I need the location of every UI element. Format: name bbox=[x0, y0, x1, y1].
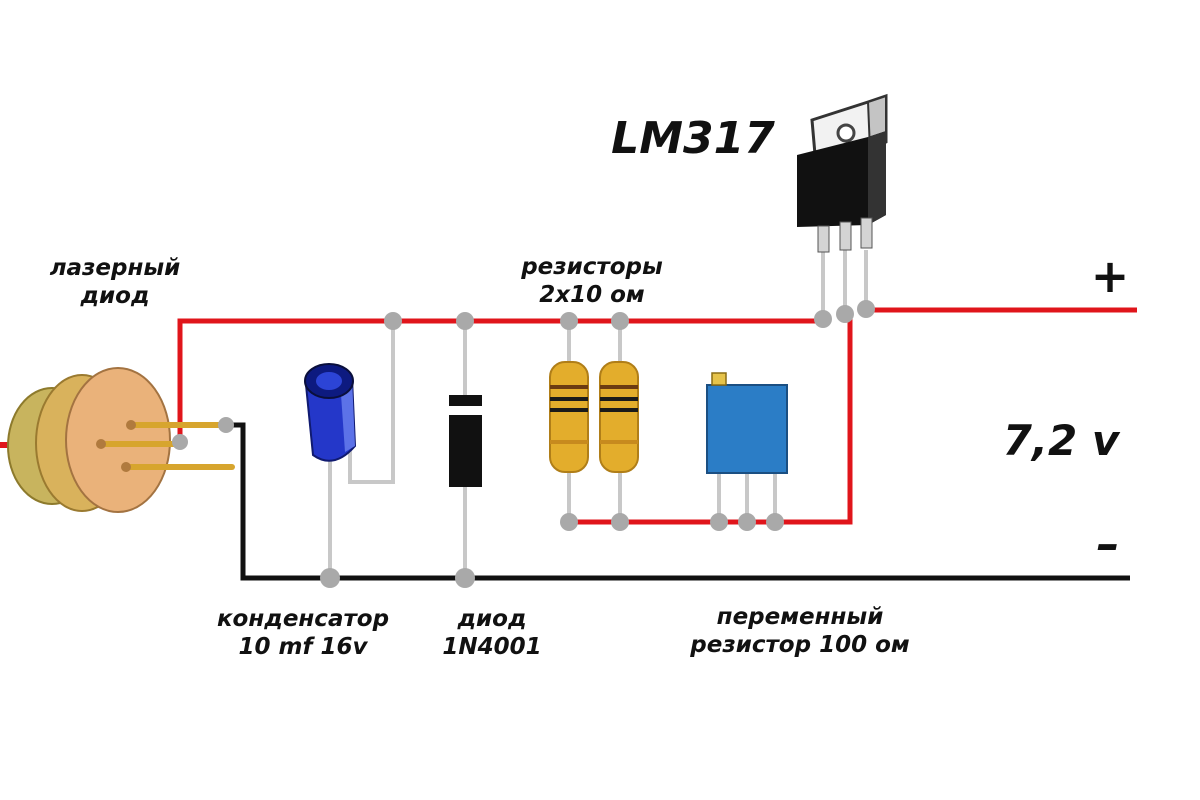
resistor-2-band-4 bbox=[600, 440, 638, 444]
junction-laser-positive bbox=[172, 434, 188, 450]
resistor-1-band-3 bbox=[550, 408, 588, 412]
resistor-2-band-2 bbox=[600, 397, 638, 401]
resistors-label-line1: резисторы bbox=[520, 254, 663, 280]
regulator-label: LM317 bbox=[611, 113, 775, 164]
resistor-icon bbox=[549, 361, 639, 473]
capacitor-stripe bbox=[340, 378, 355, 452]
resistor-1 bbox=[549, 361, 589, 473]
resistor-2 bbox=[599, 361, 639, 473]
regulator-leg-stub-2 bbox=[839, 221, 852, 251]
junction-resistor2-top bbox=[611, 312, 629, 330]
voltage-label: 7,2 v bbox=[1003, 416, 1121, 465]
laser-pin-3-base bbox=[121, 462, 131, 472]
negative-wires bbox=[230, 422, 1130, 581]
resistor-1-band-2 bbox=[550, 397, 588, 401]
resistor-1-band-4 bbox=[550, 440, 588, 444]
resistor-2-band-1 bbox=[600, 385, 638, 389]
pot-body bbox=[706, 384, 788, 474]
junction-laser-negative bbox=[218, 417, 234, 433]
negative-rail bbox=[230, 422, 1130, 581]
junction-resistor1-bottom bbox=[560, 513, 578, 531]
capacitor-top-inner bbox=[316, 372, 342, 390]
trimmer-potentiometer-icon bbox=[706, 372, 788, 474]
capacitor-label-line2: 10 mf 16v bbox=[239, 634, 369, 660]
plus-terminal-label: + bbox=[1091, 249, 1130, 303]
junction-capacitor-bottom bbox=[320, 568, 340, 588]
electrolytic-capacitor-icon bbox=[304, 363, 357, 462]
laser-diode-label-line2: диод bbox=[79, 283, 149, 309]
junction-diode-bottom bbox=[455, 568, 475, 588]
resistors-label-line2: 2x10 ом bbox=[539, 282, 645, 308]
regulator-mount-hole bbox=[836, 123, 856, 143]
junction-regulator-out bbox=[814, 310, 832, 328]
capacitor-lead-plus bbox=[348, 322, 395, 484]
rectifier-diode-icon bbox=[449, 395, 482, 487]
resistor-2-body bbox=[599, 361, 639, 473]
diode-label-line2: 1N4001 bbox=[442, 634, 541, 660]
laser-pin-1-base bbox=[126, 420, 136, 430]
laser-can-face bbox=[65, 367, 171, 513]
junction-regulator-adj bbox=[836, 305, 854, 323]
diode-band bbox=[449, 406, 482, 415]
positive-wires bbox=[177, 307, 1137, 525]
junction-pot-2 bbox=[738, 513, 756, 531]
pot-adjust-screw bbox=[711, 372, 727, 386]
component-leads bbox=[328, 250, 868, 578]
capacitor-label-line1: конденсатор bbox=[217, 606, 389, 632]
adjust-return-wire bbox=[569, 315, 853, 525]
regulator-body bbox=[797, 131, 886, 227]
junction-pot-1 bbox=[710, 513, 728, 531]
laser-diode-icon bbox=[0, 367, 235, 513]
resistor-2-band-3 bbox=[600, 408, 638, 412]
junction-capacitor-top bbox=[384, 312, 402, 330]
pot-label-line2: резистор 100 ом bbox=[689, 632, 910, 658]
resistor-1-band-1 bbox=[550, 385, 588, 389]
junctions bbox=[172, 300, 875, 588]
minus-terminal-label: – bbox=[1097, 517, 1120, 571]
laser-diode-label-line1: лазерный bbox=[50, 255, 181, 281]
junction-pot-3 bbox=[766, 513, 784, 531]
laser-pin-2-base bbox=[96, 439, 106, 449]
junction-resistor2-bottom bbox=[611, 513, 629, 531]
resistor-1-body bbox=[549, 361, 589, 473]
labels: лазерный диод LM317 резисторы 2x10 ом ко… bbox=[50, 113, 1130, 660]
regulator-body-edge bbox=[868, 131, 886, 225]
pot-label-line1: переменный bbox=[717, 604, 884, 630]
regulator-leg-stub-1 bbox=[817, 225, 830, 253]
to220-regulator-icon bbox=[797, 93, 888, 253]
junction-diode-top bbox=[456, 312, 474, 330]
regulator-leg-stub-3 bbox=[860, 217, 873, 249]
junction-regulator-in bbox=[857, 300, 875, 318]
positive-rail-top bbox=[177, 318, 823, 440]
junction-resistor1-top bbox=[560, 312, 578, 330]
diode-label-line1: диод bbox=[456, 606, 526, 632]
